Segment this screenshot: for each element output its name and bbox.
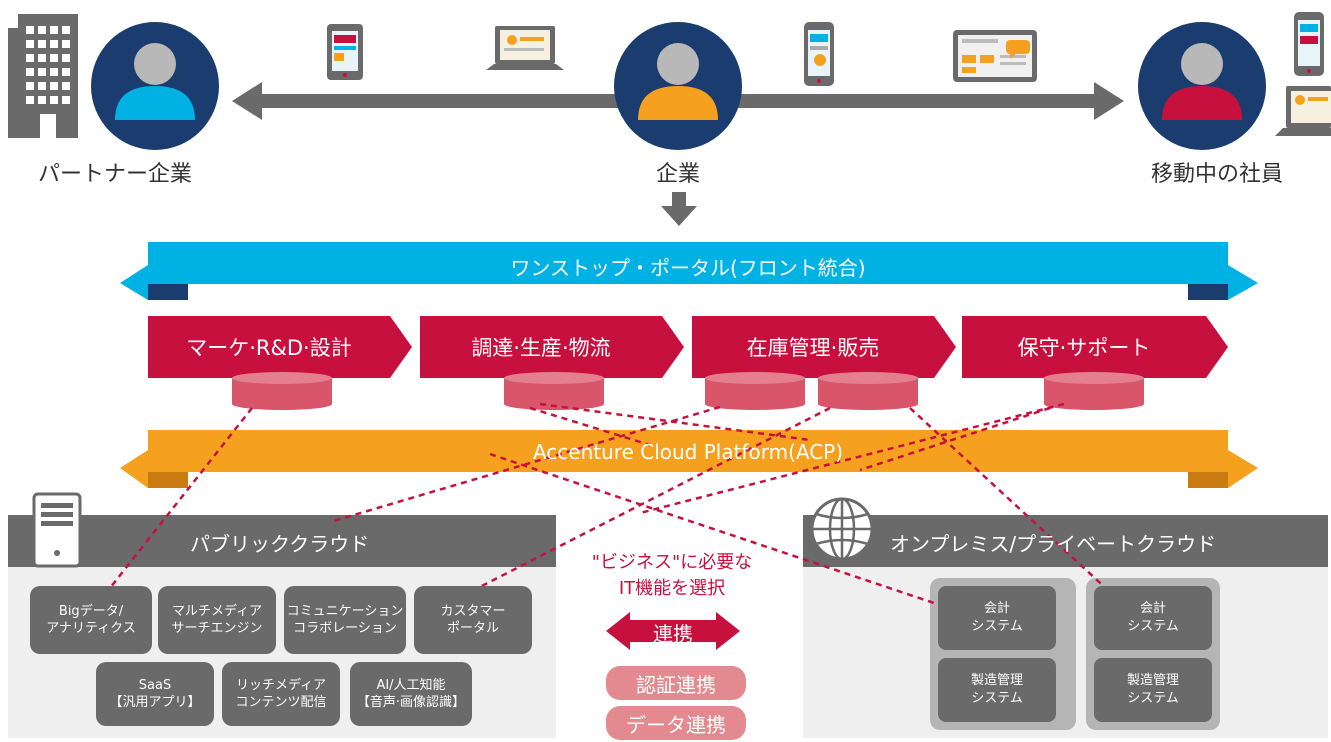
- acp-banner-label: Accenture Cloud Platform(ACP): [532, 440, 844, 464]
- center-caption-line1: "ビジネス"に必要な: [591, 552, 753, 573]
- process-support: 保守·サポート: [1017, 336, 1151, 360]
- down-arrow-icon: [661, 192, 697, 226]
- partner-label: パートナー企業: [37, 162, 192, 187]
- process-procurement: 調達·生産·物流: [471, 336, 611, 360]
- center-caption-line2: IT機能を選択: [618, 578, 726, 599]
- system-accounting-2: 会計 システム: [1094, 586, 1212, 650]
- dashed-connectors: [109, 402, 1111, 607]
- employee-avatar-icon: [1138, 22, 1266, 150]
- system-manufacturing-2: 製造管理 システム: [1094, 658, 1212, 722]
- partner-avatar-icon: [91, 22, 219, 150]
- service-saas: SaaS 【汎用アプリ】: [96, 662, 214, 726]
- process-design: マーケ·R&D·設計: [186, 336, 352, 360]
- server-icon: [32, 492, 82, 568]
- company-avatar-icon: [614, 22, 742, 150]
- process-chevrons: [148, 316, 1228, 378]
- link-arrow-shape: [606, 612, 740, 650]
- building-icon: [8, 14, 78, 138]
- mobile-laptop-icon: [1275, 86, 1331, 136]
- laptop-icon: [486, 26, 564, 70]
- portal-banner-label: ワンストップ・ポータル(フロント統合): [510, 256, 866, 280]
- company-label: 企業: [655, 162, 700, 187]
- portal-banner-shape: [120, 242, 1258, 300]
- process-inventory-sales: 在庫管理·販売: [746, 336, 880, 360]
- database-drums: [232, 372, 1144, 410]
- private-cloud-title: オンプレミス/プライベートクラウド: [890, 532, 1217, 556]
- employee-label: 移動中の社員: [1150, 162, 1283, 187]
- service-bigdata: Bigデータ/ アナリティクス: [30, 586, 152, 654]
- system-accounting-1: 会計 システム: [938, 586, 1056, 650]
- auth-link-pill: 認証連携: [606, 666, 746, 700]
- service-communication: コミュニケーション コラボレーション: [284, 586, 406, 654]
- mobile-phone-icon: [1294, 12, 1324, 76]
- service-customer-portal: カスタマー ポータル: [414, 586, 532, 654]
- link-label: 連携: [653, 622, 693, 646]
- public-cloud-title: パブリッククラウド: [190, 532, 370, 556]
- system-manufacturing-1: 製造管理 システム: [938, 658, 1056, 722]
- tablet-icon: [327, 24, 363, 80]
- monitor-icon: [953, 30, 1037, 82]
- service-ai: AI/人工知能 【音声·画像認識】: [350, 662, 472, 726]
- service-multimedia-search: マルチメディア サーチエンジン: [158, 586, 276, 654]
- globe-icon: [810, 497, 874, 561]
- service-rich-media: リッチメディア コンテンツ配信: [222, 662, 340, 726]
- phone-icon: [804, 22, 834, 86]
- data-link-pill: データ連携: [606, 706, 746, 740]
- acp-banner-shape: [120, 430, 1258, 488]
